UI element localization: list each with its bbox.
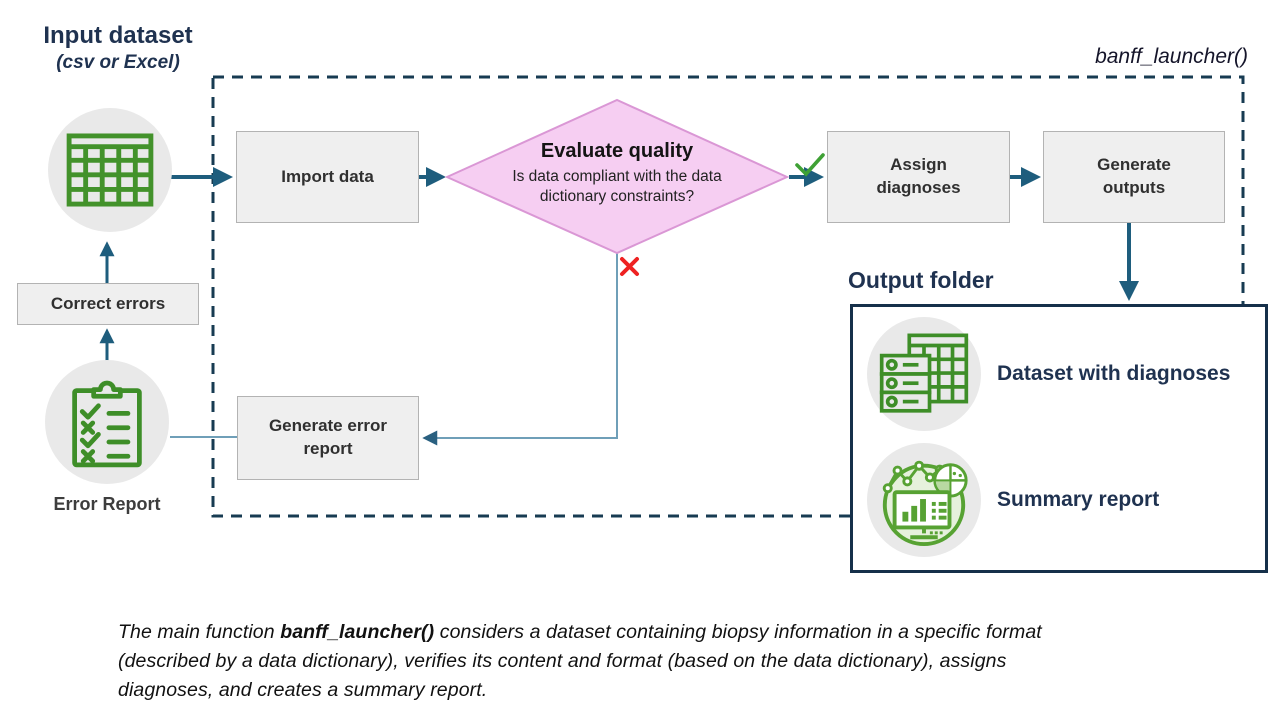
input-dataset-circle [48,108,172,232]
cross-icon [620,257,639,276]
decision-title: Evaluate quality [540,140,694,162]
generate-outputs-box: Generate outputs [1043,131,1225,223]
output-item-dataset: Dataset with diagnoses [867,317,1230,431]
no-path-line [422,253,618,446]
decision-question: Is data compliant with the data dictiona… [512,168,722,206]
dataset-table-icon [879,333,969,413]
caption-prefix: The main function [118,621,281,643]
input-dataset-title: Input dataset [43,22,193,49]
output-item-label: Summary report [997,488,1160,511]
dataset-circle [867,317,981,431]
function-label: banff_launcher() [1095,45,1248,68]
import-data-box: Import data [236,131,419,223]
output-item-summary: Summary report [867,443,1159,557]
output-item-label: Dataset with diagnoses [997,362,1231,385]
caption-function-name: banff_launcher() [280,621,435,643]
generate-error-report-box: Generate error report [237,396,419,480]
caption-rest: considers a dataset containing biopsy in… [118,621,1042,701]
error-report-circle [45,360,169,484]
summary-chart-icon [882,460,968,547]
output-folder-title: Output folder [848,267,994,293]
summary-circle [867,443,981,557]
error-report-label: Error Report [53,494,161,514]
assign-diagnoses-box: Assign diagnoses [827,131,1010,223]
spreadsheet-table-icon [66,133,154,207]
correct-errors-box: Correct errors [17,283,199,325]
clipboard-checklist-icon [72,380,142,468]
caption: The main function banff_launcher() consi… [118,618,1068,705]
input-dataset-subtitle: (csv or Excel) [56,52,180,73]
check-icon [795,153,825,177]
output-folder-box: Dataset with diagnoses [850,304,1268,573]
